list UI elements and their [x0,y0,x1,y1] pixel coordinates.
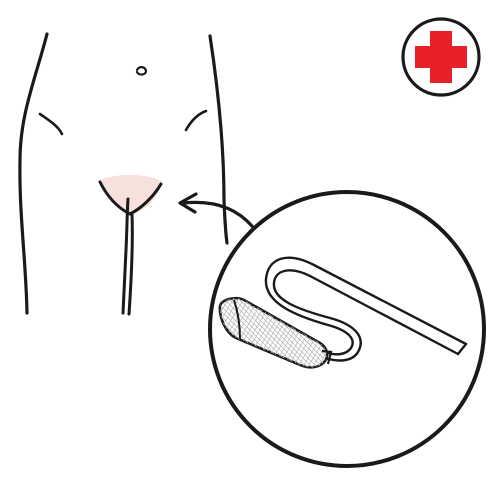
right-inner-thigh [127,212,134,316]
arrow-shaft [182,200,254,228]
bag-tip [321,349,333,365]
catheter-tube [264,256,468,362]
pubic-outline [98,180,163,216]
right-hip-contour [208,34,229,245]
mesh-line [304,298,328,368]
mesh-line [140,280,200,380]
navel [135,66,148,76]
tube-inner-edge [264,256,468,356]
curved-arrow-icon [178,192,254,228]
mesh-line [110,280,170,380]
zoom-circle [90,190,486,468]
mesh-line [219,298,261,368]
mesh-line [150,280,210,380]
left-hip-contour [18,32,49,315]
left-inner-thigh [121,197,130,315]
mesh-line [90,280,150,380]
mesh-line [125,280,185,380]
mesh-line [155,280,215,380]
body-figure [18,32,229,316]
mesh-line [309,298,328,368]
left-groin-crease [38,112,64,136]
bag-fold-line [233,299,241,340]
mesh-line [135,280,195,380]
mesh-line [130,280,190,380]
right-groin-crease [184,109,208,132]
tube-outer-edge [272,269,460,362]
mesh-line [299,298,328,368]
tube-end-cap [456,342,468,356]
mesh-line [145,280,205,380]
mesh-line [219,298,266,368]
red-cross-icon [415,31,467,83]
arrow-head [178,192,198,214]
medical-badge [401,17,481,97]
mesh-line [105,280,165,380]
